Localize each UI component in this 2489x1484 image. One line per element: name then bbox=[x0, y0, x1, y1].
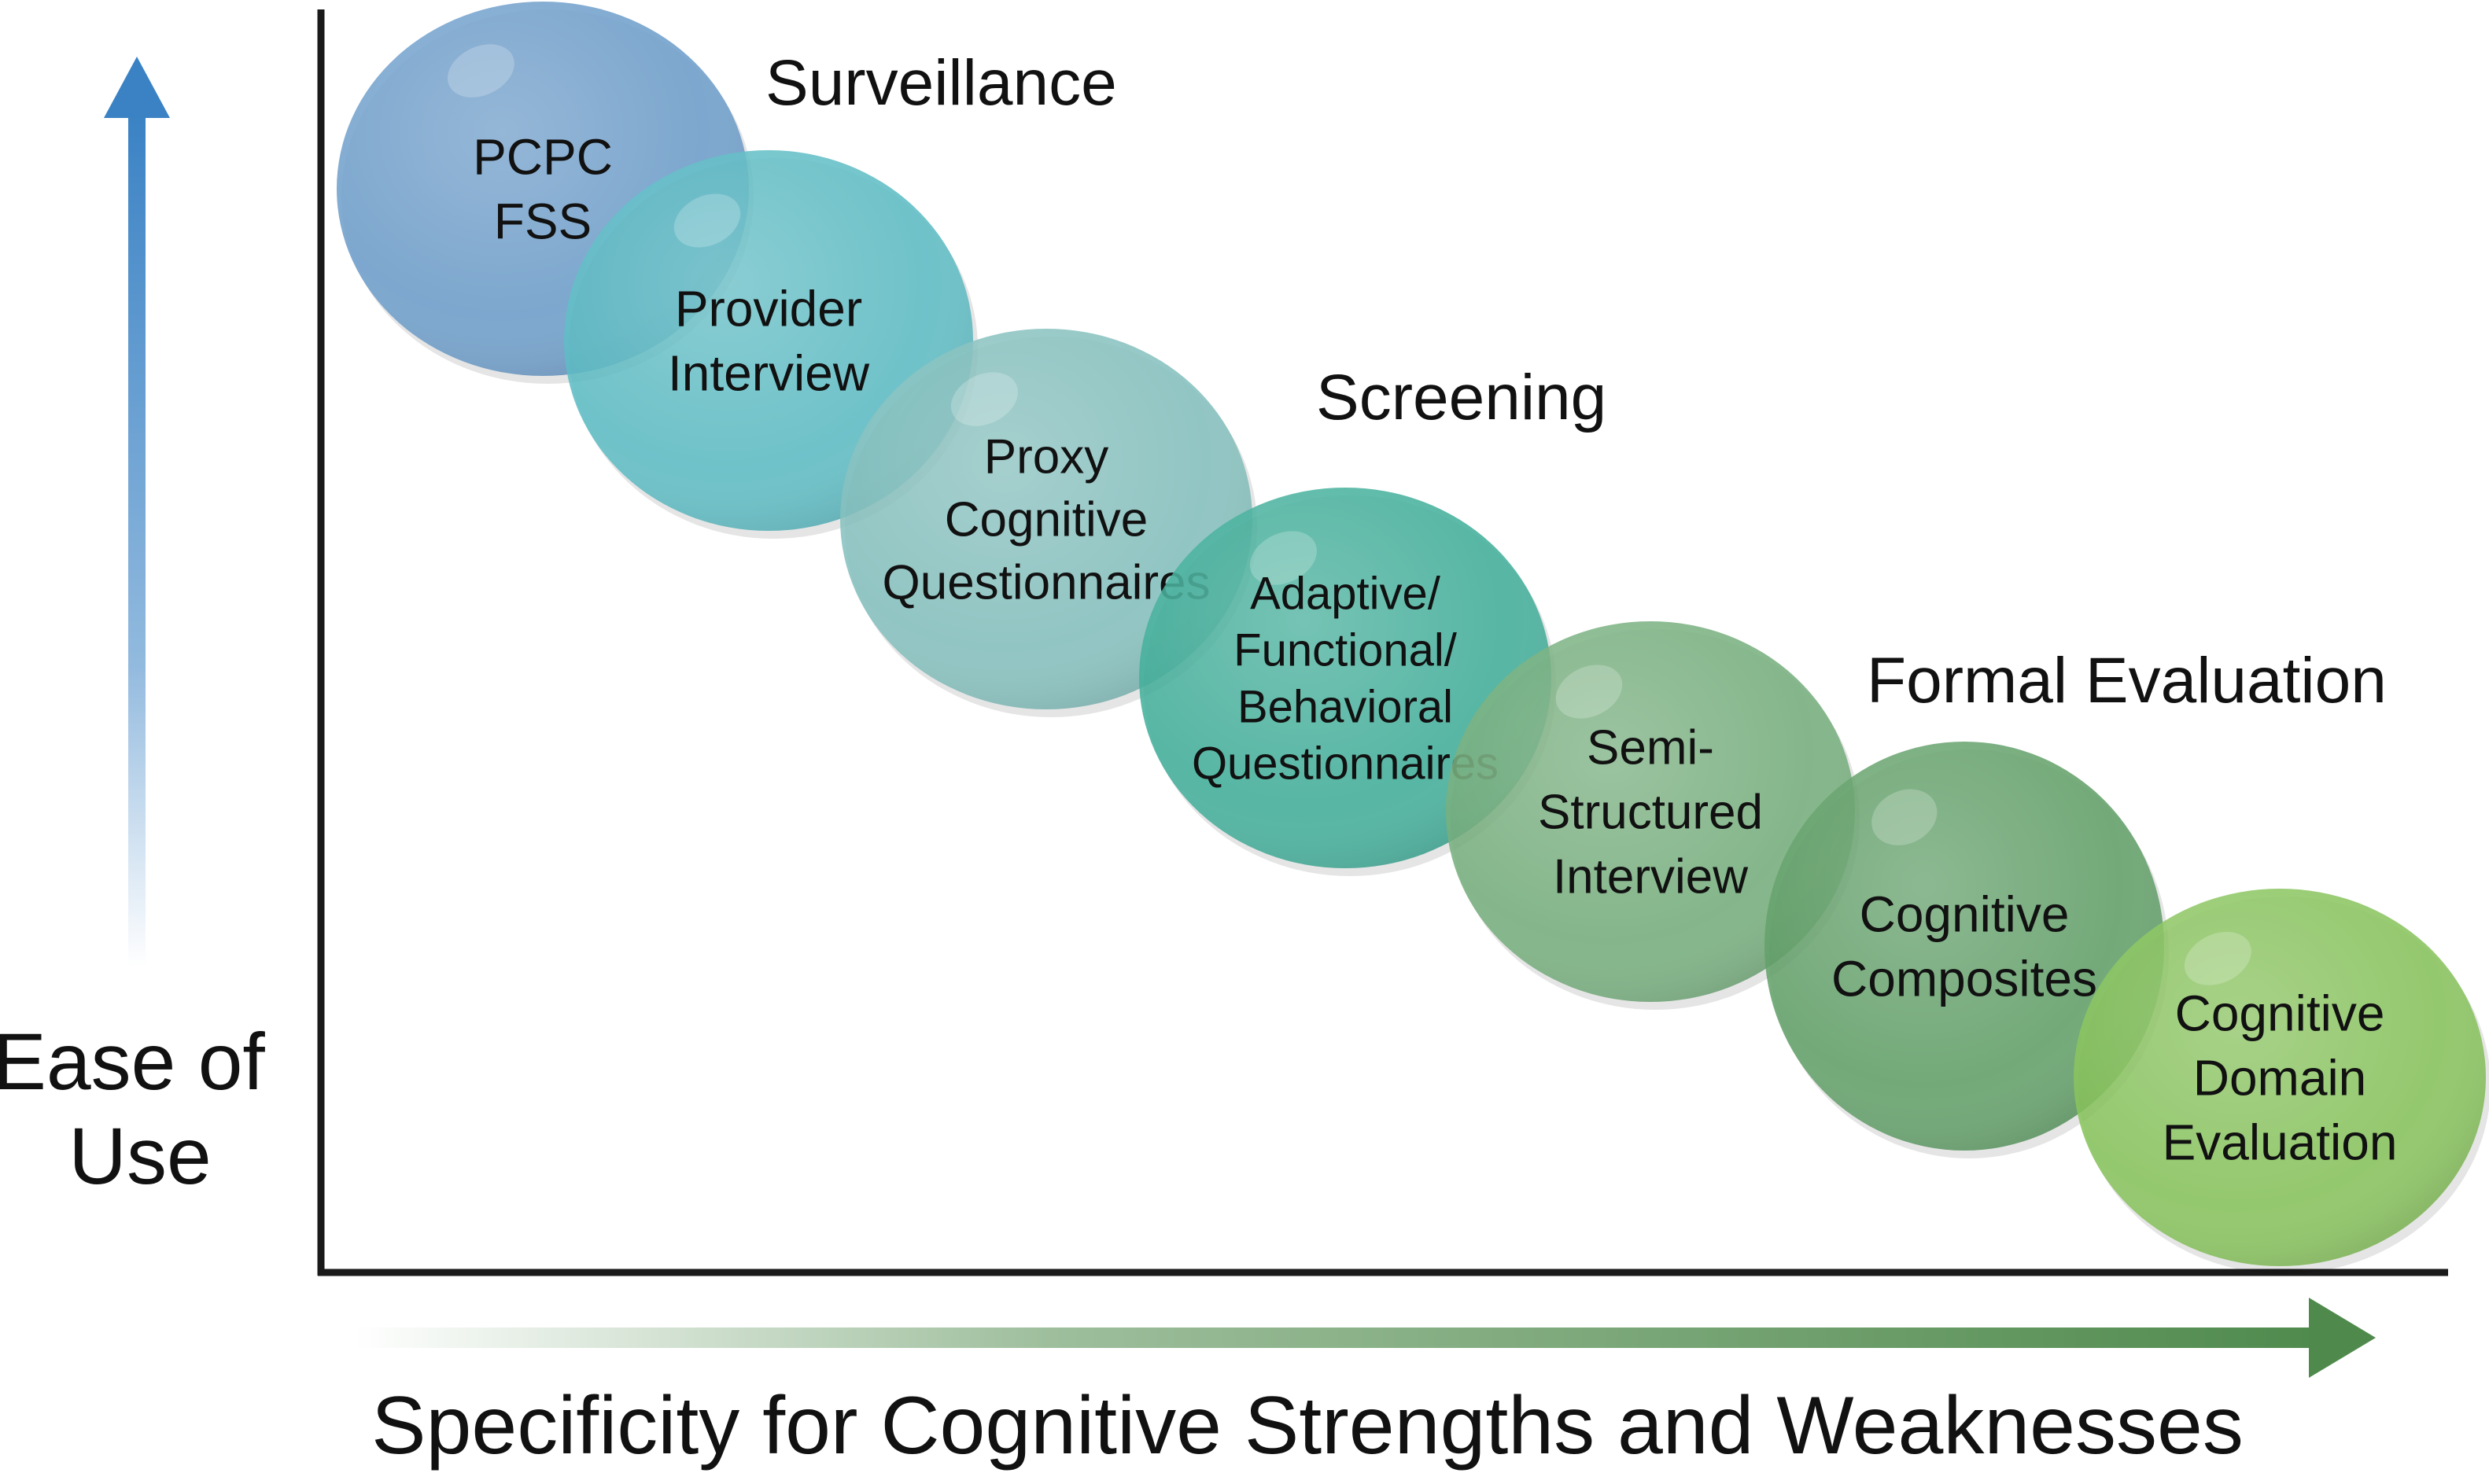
stage-label-screening: Screening bbox=[1316, 362, 1606, 433]
bubble-shading bbox=[1764, 742, 2164, 1151]
bubble-label-line: Structured bbox=[1538, 786, 1763, 840]
bubble-label-line: Proxy bbox=[984, 430, 1108, 484]
bubble-label-line: Cognitive bbox=[945, 493, 1148, 547]
x-axis-title: Specificity for Cognitive Strengths and … bbox=[371, 1380, 2244, 1471]
y-axis-arrow bbox=[104, 57, 170, 967]
bubble-highlight bbox=[673, 193, 741, 248]
bubble-label-line: Interview bbox=[668, 344, 870, 401]
bubble-shading bbox=[840, 329, 1252, 709]
bubble-highlight bbox=[1249, 531, 1317, 585]
bubble-shading bbox=[2074, 889, 2486, 1266]
bubble-label-line: Domain bbox=[2193, 1049, 2367, 1106]
y-axis-title: Ease of Use bbox=[0, 1017, 287, 1201]
y-arrow-head-icon bbox=[104, 57, 170, 118]
bubble-label-line: Cognitive bbox=[1860, 886, 2070, 942]
bubble-label-line: Provider bbox=[675, 280, 862, 337]
bubble-shading bbox=[1446, 621, 1855, 1002]
axes bbox=[317, 9, 2448, 1276]
stage-label-formal-evaluation: Formal Evaluation bbox=[1867, 645, 2387, 716]
bubble-label-line: Functional/ bbox=[1233, 624, 1458, 676]
bubble-label-line: Questionnaires bbox=[882, 556, 1210, 610]
bubble-highlight bbox=[1555, 665, 1623, 719]
bubble-label-line: Interview bbox=[1553, 850, 1748, 904]
stage-label-surveillance: Surveillance bbox=[765, 47, 1117, 119]
bubble-highlight bbox=[950, 372, 1018, 426]
bubble-label-line: FSS bbox=[494, 193, 592, 249]
bubble-highlight bbox=[1871, 789, 1938, 845]
bubble-label-line: Adaptive/ bbox=[1250, 568, 1441, 619]
bubble-label-line: Cognitive bbox=[2175, 985, 2385, 1041]
bubble-label-pcpc-fss: PCPC FSS bbox=[473, 128, 613, 249]
bubble-label-line: Questionnaires bbox=[1192, 738, 1499, 789]
x-arrow-head-icon bbox=[2309, 1298, 2376, 1378]
bubble-label-line: Evaluation bbox=[2163, 1114, 2398, 1170]
bubble-shading bbox=[1139, 488, 1551, 868]
bubble-highlight bbox=[2184, 931, 2251, 985]
bubble-label-line: Behavioral bbox=[1237, 681, 1453, 732]
bubble-label-line: Semi- bbox=[1587, 721, 1714, 775]
x-axis-arrow bbox=[354, 1298, 2376, 1378]
bubble-label-line: Composites bbox=[1831, 950, 2097, 1007]
bubble-label-line: PCPC bbox=[473, 128, 613, 185]
bubble-highlight bbox=[447, 44, 514, 98]
